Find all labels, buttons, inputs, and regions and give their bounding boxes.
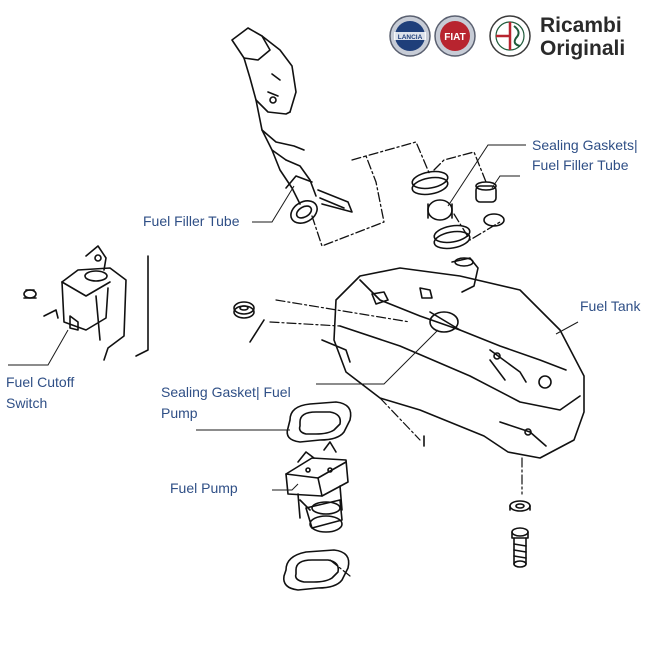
label-fuel-tank: Fuel Tank xyxy=(580,298,641,314)
tank-nut-drawing xyxy=(233,301,255,319)
label-fuel-pump: Fuel Pump xyxy=(170,480,238,496)
separator-line xyxy=(135,255,149,357)
fuel-tank-drawing xyxy=(321,257,585,459)
fuel-filler-tube-drawing xyxy=(231,27,353,224)
lancia-logo: LANCIA xyxy=(389,15,431,57)
brand-line-2: Originali xyxy=(540,37,626,60)
separator-line xyxy=(489,359,506,381)
separator-line xyxy=(249,319,265,343)
alfa-romeo-logo xyxy=(489,15,531,57)
label-sealing-gaskets-line-2: Fuel Filler Tube xyxy=(532,157,629,173)
fuel-cutoff-switch-drawing xyxy=(23,245,127,361)
label-fuel-cutoff-line-2: Switch xyxy=(6,395,48,411)
leader-fuel-pump xyxy=(272,483,299,491)
leader-fuel-tank xyxy=(555,321,579,335)
sealing-gaskets-drawing xyxy=(411,170,505,250)
leader-sealing-gaskets xyxy=(447,144,526,207)
leader-sealing-gasket-pump-2 xyxy=(316,329,439,385)
leader-fuel-filler-tube xyxy=(252,185,295,223)
label-sealing-gasket-pump-line-2: Pump xyxy=(161,405,198,421)
brand-line-1: Ricambi xyxy=(540,14,622,37)
svg-text:FIAT: FIAT xyxy=(444,32,465,43)
label-sealing-gaskets-line-1: Sealing Gaskets| xyxy=(532,137,638,153)
tank-dashdot-lines xyxy=(269,299,523,577)
label-sealing-gasket-pump-line-1: Sealing Gasket| Fuel xyxy=(161,384,291,400)
sealing-gasket-bottom-drawing xyxy=(282,549,350,591)
washer-bolt-drawing xyxy=(509,500,531,568)
svg-text:LANCIA: LANCIA xyxy=(398,34,423,41)
fiat-logo: FIAT xyxy=(434,15,476,57)
brand-title: Ricambi Originali xyxy=(540,14,625,60)
filler-tube-dashdot-lines xyxy=(311,141,501,247)
brand-logos: LANCIA FIAT xyxy=(389,15,531,57)
leader-fuel-cutoff-switch xyxy=(8,329,69,366)
sealing-gasket-top-drawing xyxy=(286,401,352,443)
label-fuel-cutoff-line-1: Fuel Cutoff xyxy=(6,374,75,390)
leader-sealing-gaskets-2 xyxy=(491,175,520,189)
label-fuel-filler-tube: Fuel Filler Tube xyxy=(143,213,240,229)
fuel-pump-drawing xyxy=(285,441,349,533)
